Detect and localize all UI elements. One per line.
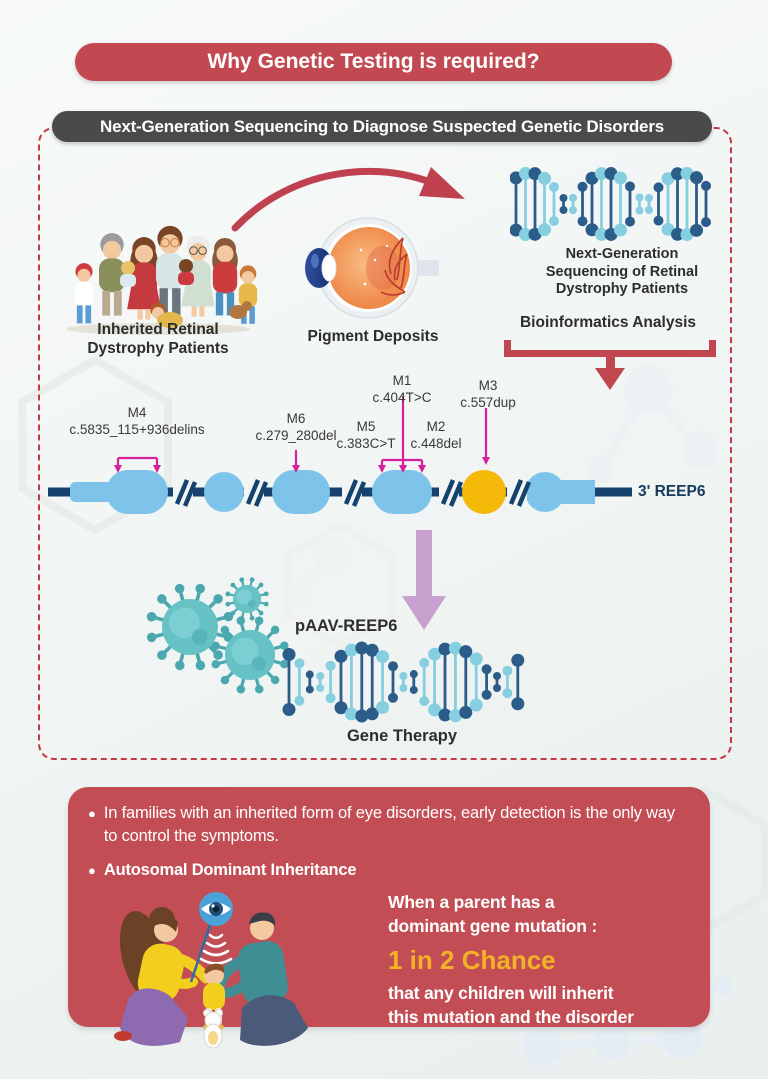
dna-helix-2-icon: [282, 641, 525, 723]
inheritance-illustration: [114, 892, 308, 1049]
statement-line: When a parent has a: [388, 892, 555, 912]
bullet-icon: ●: [88, 806, 96, 821]
curved-arrow-icon: [231, 167, 465, 232]
statement-line: this mutation and the disorder: [388, 1006, 634, 1027]
dna-helix-icon: [510, 166, 711, 242]
bioinformatics-label: Bioinformatics Analysis: [519, 314, 697, 331]
statement-block: When a parent has a dominant gene mutati…: [388, 891, 688, 1030]
down-arrow-icon: [402, 530, 446, 630]
chance-highlight: 1 in 2 Chance: [388, 945, 556, 976]
virus-icon: [146, 577, 289, 694]
gene-label: 3' REEP6: [638, 483, 706, 500]
vector-label: pAAV-REEP6: [295, 617, 398, 635]
bullet-item-inheritance: ● Autosomal Dominant Inheritance: [88, 861, 357, 879]
patients-label: Inherited Retinal Dystrophy Patients: [87, 321, 229, 357]
gene-map: [48, 396, 632, 514]
eye-label: Pigment Deposits: [307, 328, 439, 345]
section-subtitle: Next-Generation Sequencing to Diagnose S…: [52, 111, 712, 142]
statement-line: that any children will inherit: [388, 983, 614, 1004]
bullet-icon: ●: [88, 863, 96, 878]
ngs-label: Next-Generation Sequencing of Retinal Dy…: [545, 246, 699, 298]
family-illustration: [66, 225, 258, 335]
eye-illustration: [305, 217, 439, 319]
bullet-item-detection: ● In families with an inherited form of …: [88, 804, 675, 846]
page-title: Why Genetic Testing is required?: [75, 43, 672, 81]
statement-line: dominant gene mutation :: [388, 915, 598, 936]
therapy-label: Gene Therapy: [346, 727, 458, 745]
bracket-arrow-icon: [504, 340, 716, 390]
